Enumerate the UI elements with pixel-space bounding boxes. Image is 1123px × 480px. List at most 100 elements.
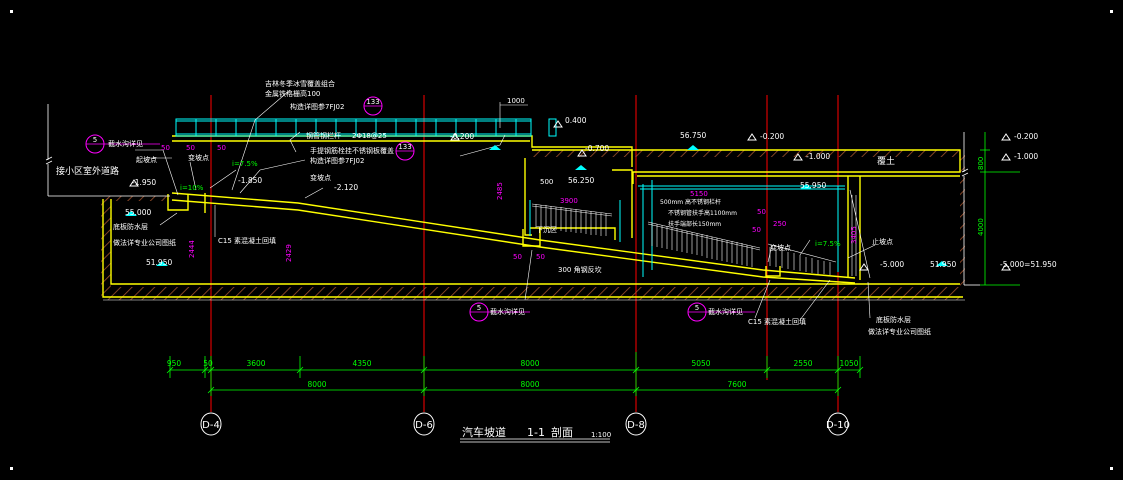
elev-m2120: -2.120 <box>334 183 358 192</box>
elev-m0200-left: -0.200 <box>450 132 474 141</box>
structure <box>102 135 965 301</box>
waterproof-2a: 底板防水层 <box>876 315 911 324</box>
elev-m1000-right: -1.000 <box>1014 152 1038 161</box>
elevation-texts: 0.400 -0.200 -0.700 56.750 -0.200 -0.200… <box>125 116 1057 269</box>
end-point-label: 止坡点 <box>872 237 893 246</box>
ref-num-lower: 133 <box>398 143 411 151</box>
title-main: 汽车坡道 <box>462 425 506 439</box>
leaders <box>135 89 876 321</box>
detail-no-mid: 5 <box>477 304 481 312</box>
title-suffix: 剖面 <box>551 425 573 439</box>
title-section: 1-1 <box>527 426 545 439</box>
title-scale: 1:100 <box>591 431 611 439</box>
right-trench <box>765 266 781 277</box>
rail-note-3: 构造详图参7FJ02 <box>310 156 364 165</box>
dim-50e: 50 <box>536 253 545 261</box>
axis-bubble-d6: D-6 <box>413 412 435 436</box>
drain-mid-label: 截水沟详见 <box>490 307 525 316</box>
dim-row2-1: 8000 <box>520 380 539 389</box>
drain-right-label: 截水沟详见 <box>708 307 743 316</box>
dim-row1-7: 1050 <box>839 359 858 368</box>
rail-note-1: 钢管钢栏杆 <box>306 131 341 140</box>
dim-50b: 50 <box>186 144 195 152</box>
outdoor-road-label: 接小区室外道路 <box>56 165 119 177</box>
dim-50f: 50 <box>752 226 761 234</box>
dim-row1-4: 8000 <box>520 359 539 368</box>
slope-change-label-2: 变坡点 <box>310 173 331 182</box>
ramp-bottom-line <box>171 199 856 284</box>
waterproof-1a: 底板防水层 <box>113 222 148 231</box>
dim-500: 500 <box>540 178 553 186</box>
inner-slab-outline <box>110 199 960 285</box>
dim-50c: 50 <box>217 144 226 152</box>
wall-right-label: C15 素混凝土回填 <box>748 317 806 326</box>
elev-55000: 55.000 <box>125 208 151 217</box>
start-point-label: 起坡点 <box>136 155 157 164</box>
dim-3405: 3405 <box>850 226 858 244</box>
dim-row1-3: 4350 <box>352 359 371 368</box>
title-underline <box>460 438 610 443</box>
elev-m5000: -5.000 <box>880 260 904 269</box>
sunken-floor <box>530 227 616 240</box>
drawing-title: 汽车坡道 1-1 剖面 1:100 <box>462 425 611 439</box>
slope-change-label-3: 变坡点 <box>770 243 791 252</box>
ref-num-upper: 133 <box>366 98 379 106</box>
axis-bubble-d8: D-8 <box>625 412 647 436</box>
dim-2429: 2429 <box>285 244 293 262</box>
wall-left-label: C15 素混凝土回填 <box>218 236 276 245</box>
dim-row2-2: 7600 <box>727 380 746 389</box>
railings <box>531 189 871 279</box>
cover-note-1: 吉林冬季冰雪覆盖组合 <box>265 79 335 88</box>
dim-2444: 2444 <box>188 240 196 258</box>
cover-note-3: 构造详图参7FJ02 <box>290 102 344 111</box>
elev-m1000-mid: -1.000 <box>806 152 830 161</box>
detail-no-right: 5 <box>695 304 699 312</box>
handrail-note-a: 500mm 高不锈钢栏杆 <box>660 198 721 206</box>
annotation-texts: 接小区室外道路 起坡点 变坡点 变坡点 变坡点 止坡点 i=10% i=7.5%… <box>56 79 931 336</box>
bottom-dim-lines <box>166 352 864 396</box>
dim-50g: 50 <box>757 208 766 216</box>
ramp-cover-frame <box>175 118 845 277</box>
axis-bubbles: D-4 D-6 D-8 D-10 <box>200 412 850 436</box>
sunken-label: 下沉区 <box>536 226 557 234</box>
dim-row1-5: 5050 <box>691 359 710 368</box>
dim-4000: 4000 <box>977 218 985 236</box>
dim-5150: 5150 <box>690 190 708 198</box>
bevel-label: 300 角钢反坎 <box>558 265 602 274</box>
elev-m5000-51950: -5.000=51.950 <box>1000 260 1057 269</box>
axis-label-d6: D-6 <box>415 420 433 431</box>
grade-lines <box>45 104 980 286</box>
left-trench <box>167 194 189 211</box>
dim-250: 250 <box>773 220 786 228</box>
callout-dividers <box>86 105 755 313</box>
elev-51950-left: 51.950 <box>146 258 172 267</box>
dim-2485: 2485 <box>496 182 504 200</box>
dim-50d: 50 <box>513 253 522 261</box>
rail-note-1b: 2Φ18@25 <box>352 132 387 140</box>
dim-row1-1: 50 <box>203 359 213 368</box>
elev-m1850: -1.850 <box>238 176 262 185</box>
viewport-corner-ticks <box>10 10 1113 470</box>
elevation-markers <box>125 120 1011 271</box>
elev-56750: 56.750 <box>680 131 706 140</box>
earth-fill <box>101 150 965 300</box>
waterproof-1b: 做法详专业公司图纸 <box>113 238 176 247</box>
mid-wall <box>612 169 633 238</box>
slope-7-5-right-label: i=7.5% <box>815 240 841 248</box>
axis-bubble-d4: D-4 <box>200 412 222 436</box>
axis-label-d8: D-8 <box>627 420 645 431</box>
detail-no-left: 5 <box>93 136 97 144</box>
rail-note-2: 手提钢筋栓挂不锈钢板覆盖 <box>310 146 394 155</box>
dimension-row-1: 950 50 3600 4350 8000 5050 2550 1050 <box>167 359 859 368</box>
cover-note-2: 金属铁格栅高100 <box>265 89 320 98</box>
dim-row1-6: 2550 <box>793 359 812 368</box>
handrail-note-c: 扶手端部长150mm <box>668 220 721 228</box>
dim-row1-0: 950 <box>167 359 182 368</box>
drain-left-label: 截水沟详见 <box>108 139 143 148</box>
elev-m0700: -0.700 <box>585 144 609 153</box>
dim-row1-2: 3600 <box>246 359 265 368</box>
slope-7-5-left-label: i=7.5% <box>232 160 258 168</box>
dim-row2-0: 8000 <box>307 380 326 389</box>
dim-800: 800 <box>977 157 985 170</box>
